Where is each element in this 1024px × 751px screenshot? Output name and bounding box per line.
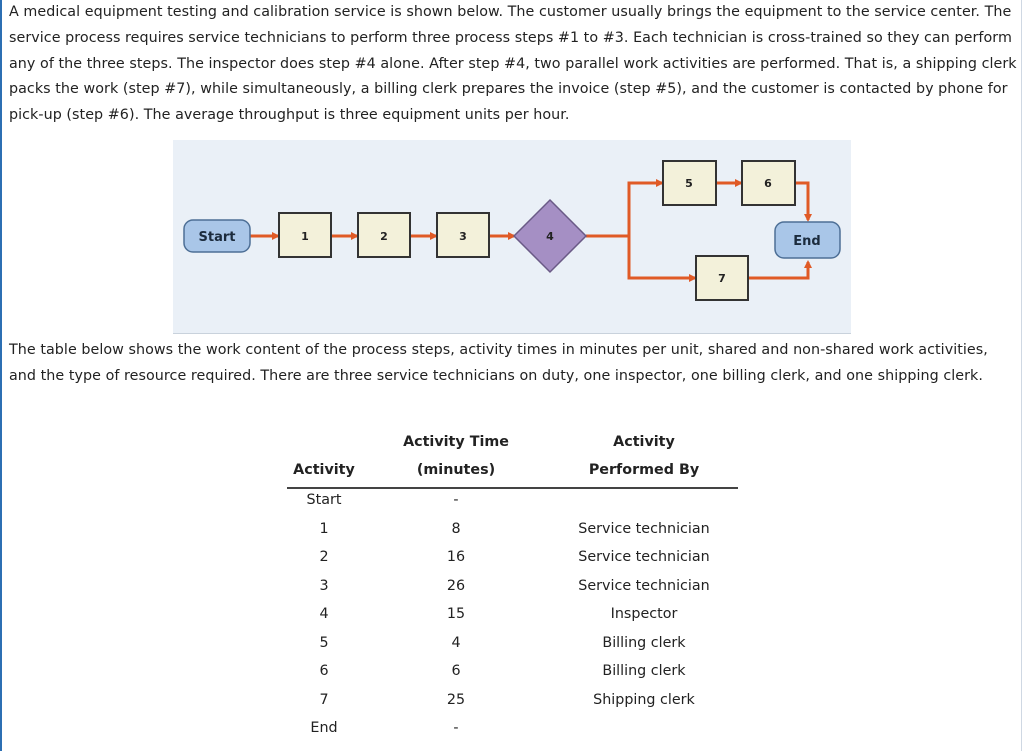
end-terminal [774, 221, 841, 259]
cell-performer: Service technician [578, 549, 710, 565]
cell-activity: Start [306, 492, 342, 508]
cell-performer: Service technician [578, 577, 710, 594]
step-1-label: 1 [301, 230, 309, 243]
cell-time: 15 [446, 606, 466, 622]
cell-time: 26 [446, 577, 466, 594]
step-1-box [278, 212, 332, 258]
cell-performer: Shipping clerk [593, 691, 695, 708]
cell-activity: 2 [319, 549, 329, 565]
header-activity: Activity [293, 462, 355, 478]
cell-performer: Billing clerk [602, 634, 686, 651]
cell-time: 16 [446, 549, 466, 565]
cell-time: - [453, 492, 459, 508]
problem-intro-text: A medical equipment testing and calibrat… [9, 4, 1017, 124]
cell-activity: End [310, 720, 338, 736]
cell-time: 6 [451, 663, 461, 679]
table-intro-text: The table below shows the work content o… [9, 342, 988, 384]
step-7-label: 7 [718, 272, 726, 285]
cell-time: 8 [451, 520, 461, 537]
arrow-7-to-end [748, 260, 812, 280]
cell-time: 4 [451, 634, 461, 651]
step-4-diamond [512, 198, 588, 274]
header-performer-line1: Activity [613, 434, 675, 450]
cell-activity: 6 [319, 663, 329, 679]
table-header-rule [287, 487, 738, 489]
step-4-label: 4 [546, 230, 554, 243]
cell-activity: 7 [319, 691, 329, 708]
header-time-line1: Activity Time [403, 434, 509, 450]
step-6-label: 6 [764, 177, 772, 190]
arrow-4-to-7 [627, 236, 697, 282]
header-performer-line2: Performed By [588, 462, 700, 478]
cell-activity: 3 [319, 577, 329, 594]
cell-performer: Billing clerk [602, 663, 686, 679]
start-terminal [183, 219, 251, 253]
step-5-label: 5 [685, 177, 693, 190]
step-2-box [357, 212, 411, 258]
step-2-label: 2 [380, 230, 388, 243]
end-label: End [793, 234, 820, 249]
arrow-4-to-5 [586, 179, 664, 238]
cell-performer: Inspector [610, 606, 678, 622]
step-6-box [741, 160, 796, 206]
step-3-box [436, 212, 490, 258]
cell-activity: 5 [319, 634, 329, 651]
step-5-box [662, 160, 717, 206]
step-3-label: 3 [459, 230, 467, 243]
arrow-6-to-end [795, 181, 812, 222]
cell-time: - [453, 720, 459, 736]
cell-activity: 4 [319, 606, 329, 622]
header-time-line2: (minutes) [416, 462, 496, 478]
cell-activity: 1 [319, 520, 329, 537]
step-7-box [695, 255, 749, 301]
start-label: Start [199, 230, 236, 245]
cell-performer: Service technician [578, 520, 710, 537]
cell-time: 25 [446, 691, 466, 708]
